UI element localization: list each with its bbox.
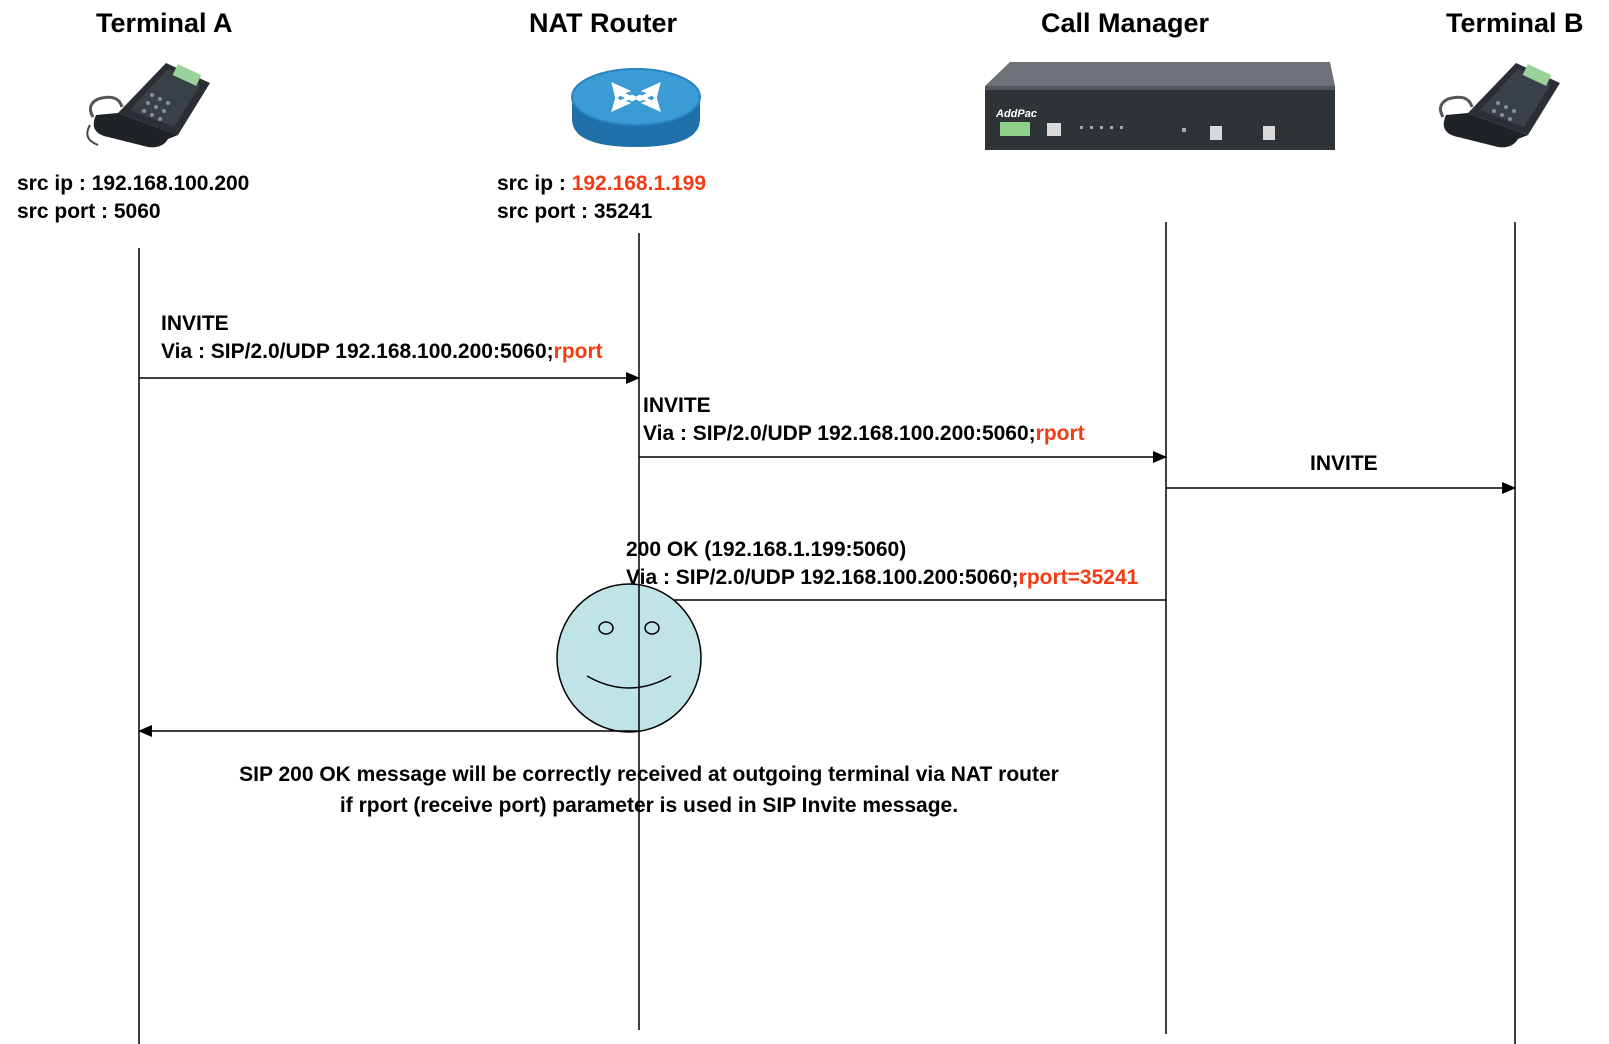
message-200-ok: 200 OK (192.168.1.199:5060) Via : SIP/2.… (626, 536, 1138, 592)
note-line-2: if rport (receive port) parameter is use… (339, 794, 959, 817)
nat-router-address: src ip : 192.168.1.199 src port : 35241 (497, 170, 706, 226)
port-label: src port : (17, 200, 114, 223)
message-invite-1: INVITE Via : SIP/2.0/UDP 192.168.100.200… (161, 310, 603, 366)
device-brand-label: AddPac (996, 108, 1037, 120)
message-param: rport (1035, 422, 1085, 445)
ip-label: src ip : (17, 172, 92, 195)
message-param: rport (553, 340, 603, 363)
router-icon (571, 68, 701, 147)
message-method: 200 OK (192.168.1.199:5060) (626, 538, 907, 561)
terminal-a-address: src ip : 192.168.100.200 src port : 5060 (17, 170, 249, 226)
message-via: Via : SIP/2.0/UDP 192.168.100.200:5060; (161, 340, 554, 363)
port-value: 5060 (113, 200, 161, 223)
ip-value: 192.168.1.199 (571, 172, 706, 195)
message-method: INVITE (643, 394, 711, 417)
note-line-1: SIP 200 OK message will be correctly rec… (239, 763, 1059, 786)
message-via: Via : SIP/2.0/UDP 192.168.100.200:5060; (643, 422, 1036, 445)
explanation-note: SIP 200 OK message will be correctly rec… (129, 759, 1169, 821)
message-param: rport=35241 (1018, 566, 1139, 589)
participant-terminal-b: Terminal B (1446, 8, 1584, 38)
message-method: INVITE (161, 312, 229, 335)
ip-value: 192.168.100.200 (91, 172, 250, 195)
smiley-face-icon (556, 583, 702, 733)
ip-label: src ip : (497, 172, 572, 195)
call-manager-device-icon (985, 62, 1335, 150)
participant-terminal-a: Terminal A (96, 8, 233, 38)
message-invite-2: INVITE Via : SIP/2.0/UDP 192.168.100.200… (643, 392, 1085, 448)
ip-phone-icon (86, 63, 210, 148)
message-via: Via : SIP/2.0/UDP 192.168.100.200:5060; (626, 566, 1019, 589)
message-invite-3: INVITE (1310, 452, 1378, 475)
participant-call-manager: Call Manager (1041, 8, 1210, 38)
port-value: 35241 (593, 200, 653, 223)
ip-phone-icon (1438, 63, 1560, 148)
participant-nat-router: NAT Router (529, 8, 677, 38)
port-label: src port : (497, 200, 594, 223)
